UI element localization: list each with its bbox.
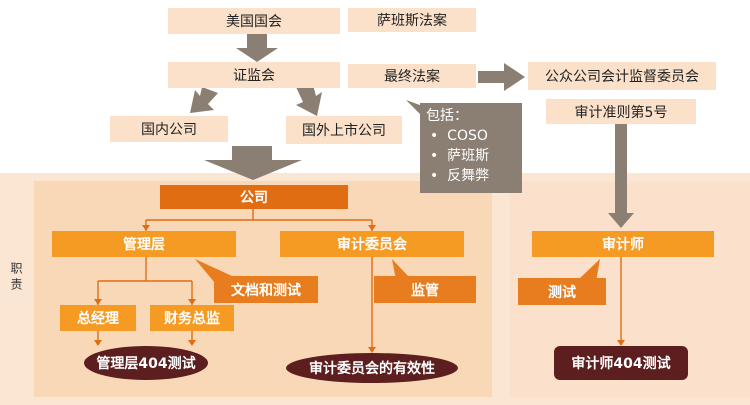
- pcaob-box: 公众公司会计监督委员会: [528, 62, 716, 90]
- domestic-company-box: 国内公司: [110, 116, 228, 142]
- cfo-box: 财务总监: [150, 305, 234, 331]
- arrow-sec-to-foreign: [296, 81, 322, 116]
- responsibility-label: 职责: [9, 262, 23, 294]
- auditor-404-test: 审计师404测试: [554, 346, 688, 380]
- includes-list: • COSO • 萨班斯 • 反舞弊: [426, 126, 516, 186]
- gm-box: 总经理: [60, 305, 136, 331]
- callout-test-pointer: [580, 259, 600, 282]
- includes-callout: 包括： • COSO • 萨班斯 • 反舞弊: [420, 103, 522, 193]
- includes-item: • 萨班斯: [430, 148, 490, 164]
- auditor-box: 审计师: [532, 231, 714, 257]
- sox-act-box: 萨班斯法案: [348, 8, 476, 32]
- arrow-to-company: [204, 146, 302, 180]
- final-act-box: 最终法案: [348, 64, 476, 88]
- sec-box: 证监会: [168, 62, 340, 88]
- test-callout: 测试: [518, 278, 606, 305]
- audit-standard-box: 审计准则第5号: [546, 99, 696, 124]
- company-box: 公司: [160, 185, 348, 209]
- includes-item: • 反舞弊: [430, 168, 490, 184]
- callout-supervise-pointer: [392, 259, 408, 280]
- arrow-sec-to-domestic: [190, 87, 218, 113]
- arrow-final-to-pcaob: [478, 63, 525, 91]
- arrow-standard-to-auditor: [608, 124, 634, 228]
- includes-item-sox: 萨班斯: [447, 148, 490, 164]
- supervise-callout: 监管: [374, 276, 476, 303]
- arrowheads: [94, 225, 625, 353]
- includes-item-coso: COSO: [447, 128, 488, 144]
- committee-effectiveness: 审计委员会的有效性: [286, 353, 458, 383]
- mgmt-404-test: 管理层404测试: [84, 346, 208, 380]
- includes-title: 包括：: [426, 108, 468, 124]
- audit-committee-box: 审计委员会: [280, 231, 464, 257]
- management-box: 管理层: [52, 231, 236, 257]
- doc-test-callout: 文档和测试: [214, 276, 318, 303]
- foreign-listed-box: 国外上市公司: [286, 116, 402, 144]
- us-congress-box: 美国国会: [168, 8, 340, 34]
- includes-item: • COSO: [430, 128, 488, 144]
- arrow-congress-to-sec: [236, 34, 278, 62]
- includes-item-antifraud: 反舞弊: [447, 168, 490, 184]
